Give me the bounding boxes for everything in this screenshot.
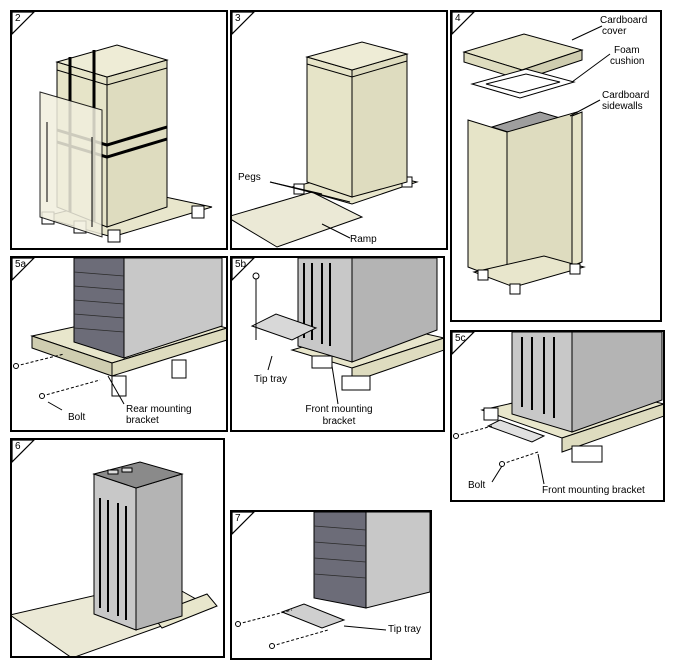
strapped-box-illustration bbox=[39, 44, 213, 243]
step-number: 3 bbox=[235, 13, 241, 24]
unpacked-box-illustration bbox=[462, 25, 611, 295]
step-number: 6 bbox=[15, 441, 21, 452]
foam-cushion-label-1: Foam bbox=[614, 45, 640, 56]
step-number: 5b bbox=[235, 259, 247, 270]
panel-step-5c: 5c Bolt Front mounting bracket bbox=[450, 330, 665, 502]
cardboard-sidewalls-label-2: sidewalls bbox=[602, 101, 643, 112]
foam-cushion-label-2: cushion bbox=[610, 56, 645, 67]
panel-step-5a: 5a Bolt Rear mounting bracket bbox=[10, 256, 228, 432]
tip-tray-label: Tip tray bbox=[254, 374, 287, 385]
panel-step-3: 3 Pegs Ramp bbox=[230, 10, 448, 250]
panel-step-7: 7 Tip tray bbox=[230, 510, 432, 660]
rear-mounting-bracket-label-1: Rear mounting bbox=[126, 404, 192, 415]
front-mounting-bracket-label-1: Front mounting bbox=[305, 404, 373, 415]
front-mounting-bracket-label-2: bracket bbox=[322, 416, 356, 427]
cardboard-cover-label-1: Cardboard bbox=[600, 15, 648, 26]
tip-tray-label: Tip tray bbox=[388, 624, 421, 635]
cabinet-rolled-off-illustration bbox=[12, 461, 218, 656]
front-bracket-tip-tray-illustration bbox=[250, 258, 443, 405]
cardboard-sidewalls-label-1: Cardboard bbox=[602, 90, 650, 101]
install-tip-tray-illustration bbox=[235, 512, 430, 649]
step-number: 2 bbox=[15, 13, 21, 24]
step-number: 7 bbox=[235, 513, 241, 524]
panel-step-4: 4 Cardboard cover Foam cushion Cardboard… bbox=[450, 10, 662, 322]
pegs-label: Pegs bbox=[238, 172, 261, 183]
rear-mounting-bracket-label-2: bracket bbox=[126, 415, 159, 426]
bolt-label: Bolt bbox=[68, 412, 86, 423]
panel-step-5b: 5b Tip tray Front mounting bracket bbox=[230, 256, 445, 432]
box-with-ramp-illustration bbox=[232, 41, 419, 248]
front-mounting-bracket-label: Front mounting bracket bbox=[542, 485, 645, 496]
panel-step-6: 6 bbox=[10, 438, 225, 658]
step-number: 4 bbox=[455, 13, 461, 24]
ramp-label: Ramp bbox=[350, 234, 377, 245]
step-number: 5c bbox=[455, 333, 466, 344]
cardboard-cover-label-2: cover bbox=[602, 26, 627, 37]
step-number: 5a bbox=[15, 259, 27, 270]
panel-step-2: 2 bbox=[10, 10, 228, 250]
bolt-label: Bolt bbox=[468, 480, 486, 491]
rear-bracket-illustration bbox=[13, 258, 226, 411]
front-bracket-removal-illustration bbox=[453, 332, 663, 485]
